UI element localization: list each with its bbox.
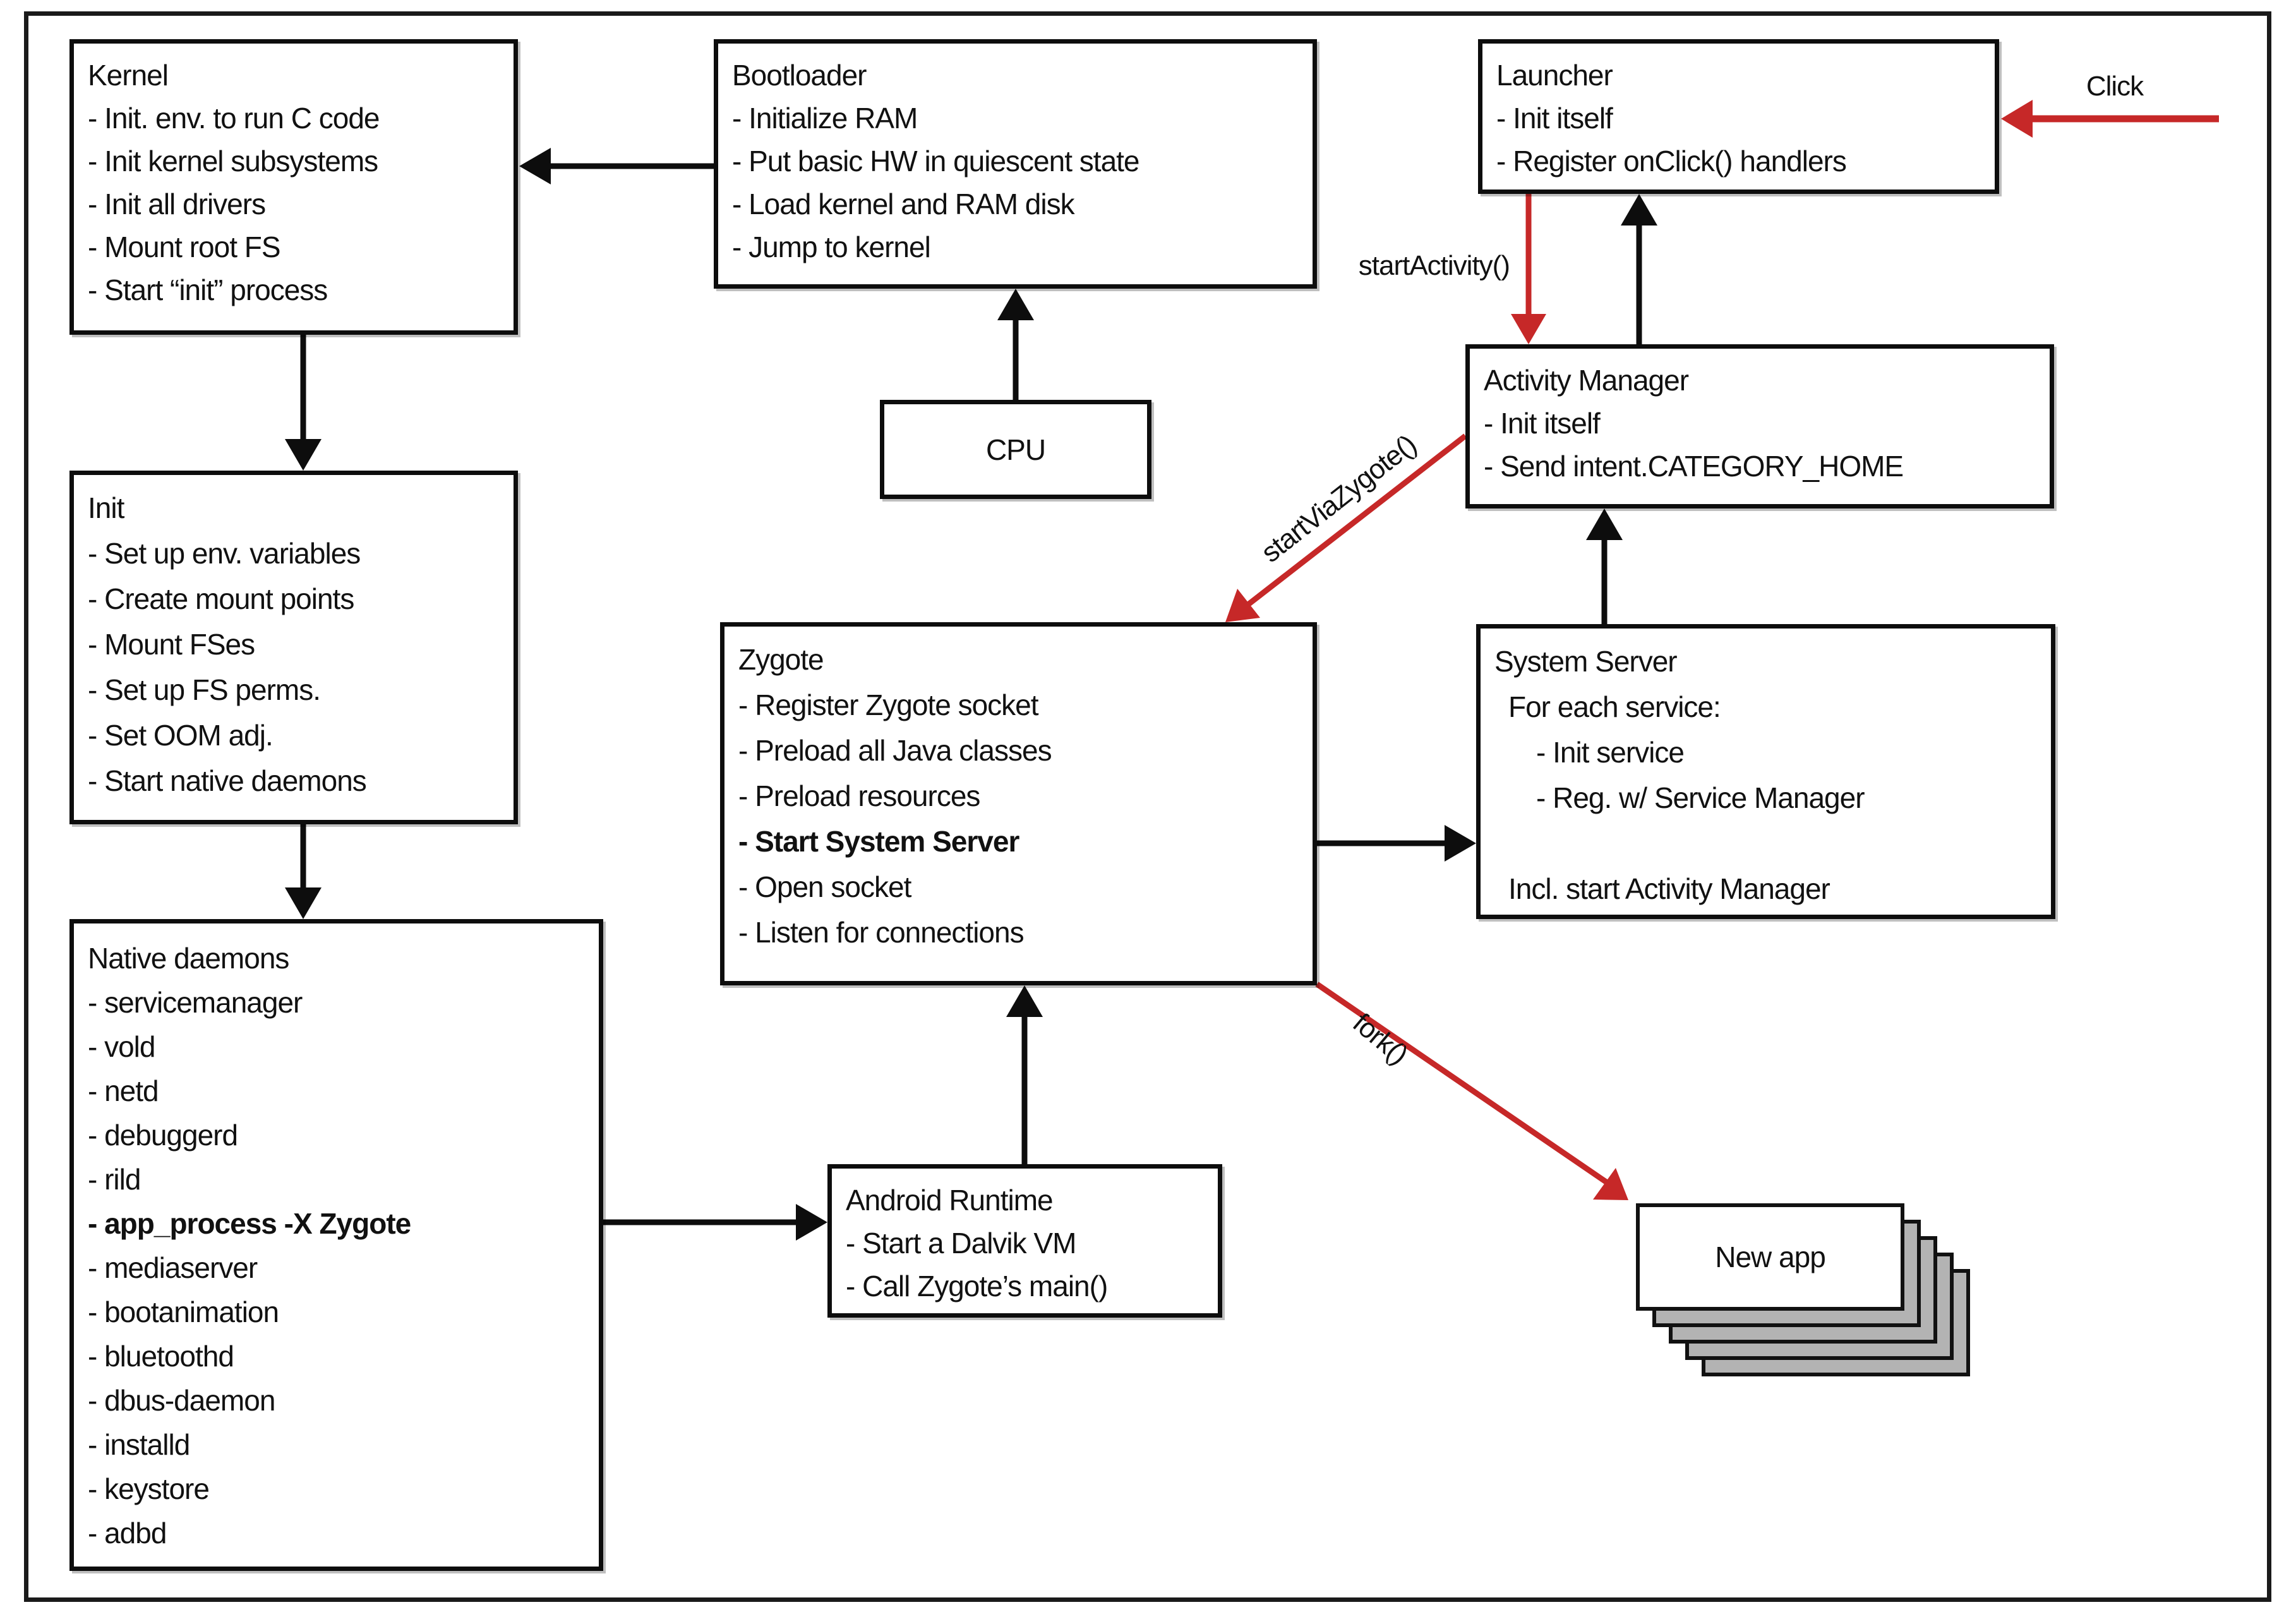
bootloader-item: - Put basic HW in quiescent state [732,145,1140,177]
activity-manager-box: Activity Manager - Init itself - Send in… [1465,344,2054,508]
zygote-title: Zygote [738,643,824,676]
activity-manager-item: - Send intent.CATEGORY_HOME [1484,450,1904,483]
native-daemons-title: Native daemons [88,942,289,975]
kernel-item: - Init. env. to run C code [88,102,380,135]
click-arrow-label: Click [2086,71,2144,102]
init-item: - Create mount points [88,582,354,615]
cpu-box: CPU [880,400,1151,499]
arrow-init-to-native [285,824,322,919]
system-server-line: For each service: [1508,690,1721,723]
launcher-item: - Register onClick() handlers [1496,145,1847,177]
bootloader-box: Bootloader - Initialize RAM - Put basic … [714,39,1317,289]
native-daemons-box: Native daemons - servicemanager - vold -… [69,919,603,1571]
zygote-item: - Listen for connections [738,916,1025,949]
native-daemon-item: - netd [88,1074,159,1107]
native-daemon-item-app-process: - app_process -X Zygote [88,1207,411,1240]
system-server-item: - Reg. w/ Service Manager [1536,781,1865,814]
android-runtime-item: - Start a Dalvik VM [846,1227,1076,1260]
native-daemon-item: - adbd [88,1517,167,1549]
android-runtime-item: - Call Zygote’s main() [846,1270,1108,1302]
init-item: - Start native daemons [88,764,367,797]
new-app-box: New app [1636,1203,1904,1311]
arrow-systemserver-to-activitymanager [1586,508,1623,624]
zygote-item: - Open socket [738,870,911,903]
native-daemon-item: - dbus-daemon [88,1384,275,1417]
system-server-spacer [1494,821,2037,866]
init-item: - Set up FS perms. [88,673,321,706]
zygote-item: - Preload resources [738,779,980,812]
bootloader-item: - Load kernel and RAM disk [732,188,1075,220]
init-title: Init [88,491,124,524]
native-daemon-item: - rild [88,1163,141,1196]
arrow-launcher-to-activitymanager [1511,194,1546,344]
kernel-item: - Init kernel subsystems [88,145,378,177]
arrow-runtime-to-zygote [1006,985,1043,1164]
native-daemon-item: - servicemanager [88,986,303,1019]
native-daemon-item: - installd [88,1428,190,1461]
new-app-title: New app [1715,1241,1826,1273]
kernel-box: Kernel - Init. env. to run C code - Init… [69,39,518,335]
native-daemon-item: - bluetoothd [88,1340,234,1373]
arrow-click-to-launcher [2001,100,2219,138]
zygote-item: - Register Zygote socket [738,689,1039,721]
cpu-title: CPU [985,433,1046,466]
arrow-activitymanager-to-launcher [1621,194,1657,344]
init-item: - Mount FSes [88,628,255,661]
kernel-title: Kernel [88,59,169,92]
system-server-title: System Server [1494,645,1678,678]
zygote-item: - Preload all Java classes [738,734,1052,767]
new-app-stack: New app [1636,1203,1974,1380]
arrow-kernel-to-init [285,335,322,471]
init-item: - Set OOM adj. [88,719,273,752]
bootloader-item: - Initialize RAM [732,102,918,135]
native-daemon-item: - bootanimation [88,1296,279,1328]
kernel-item: - Start “init” process [88,274,328,306]
init-box: Init - Set up env. variables - Create mo… [69,471,518,824]
init-item: - Set up env. variables [88,537,361,570]
android-runtime-title: Android Runtime [846,1184,1054,1217]
launcher-title: Launcher [1496,59,1613,92]
activity-manager-item: - Init itself [1484,407,1601,440]
kernel-item: - Mount root FS [88,231,281,263]
arrow-cpu-to-bootloader [997,289,1034,400]
arrow-bootloader-to-kernel [519,148,714,184]
native-daemon-item: - vold [88,1030,155,1063]
diagram-outer-frame [24,11,2271,1602]
zygote-item-start-system-server: - Start System Server [738,825,1019,858]
activity-manager-title: Activity Manager [1484,364,1689,397]
android-runtime-box: Android Runtime - Start a Dalvik VM - Ca… [827,1164,1222,1318]
native-daemon-item: - mediaserver [88,1251,258,1284]
system-server-item: - Init service [1536,736,1685,769]
system-server-box: System Server For each service: - Init s… [1476,624,2055,919]
system-server-footer: Incl. start Activity Manager [1508,872,1830,905]
arrow-zygote-fork-to-newapp [1315,982,1628,1200]
arrow-activitymanager-to-zygote [1225,433,1467,622]
native-daemon-item: - keystore [88,1472,210,1505]
native-daemon-item: - debuggerd [88,1119,238,1152]
bootloader-item: - Jump to kernel [732,231,931,263]
start-activity-arrow-label: startActivity() [1358,250,1510,281]
zygote-box: Zygote - Register Zygote socket - Preloa… [720,622,1317,985]
bootloader-title: Bootloader [732,59,867,92]
launcher-item: - Init itself [1496,102,1613,135]
launcher-box: Launcher - Init itself - Register onClic… [1478,39,1999,194]
kernel-item: - Init all drivers [88,188,266,220]
